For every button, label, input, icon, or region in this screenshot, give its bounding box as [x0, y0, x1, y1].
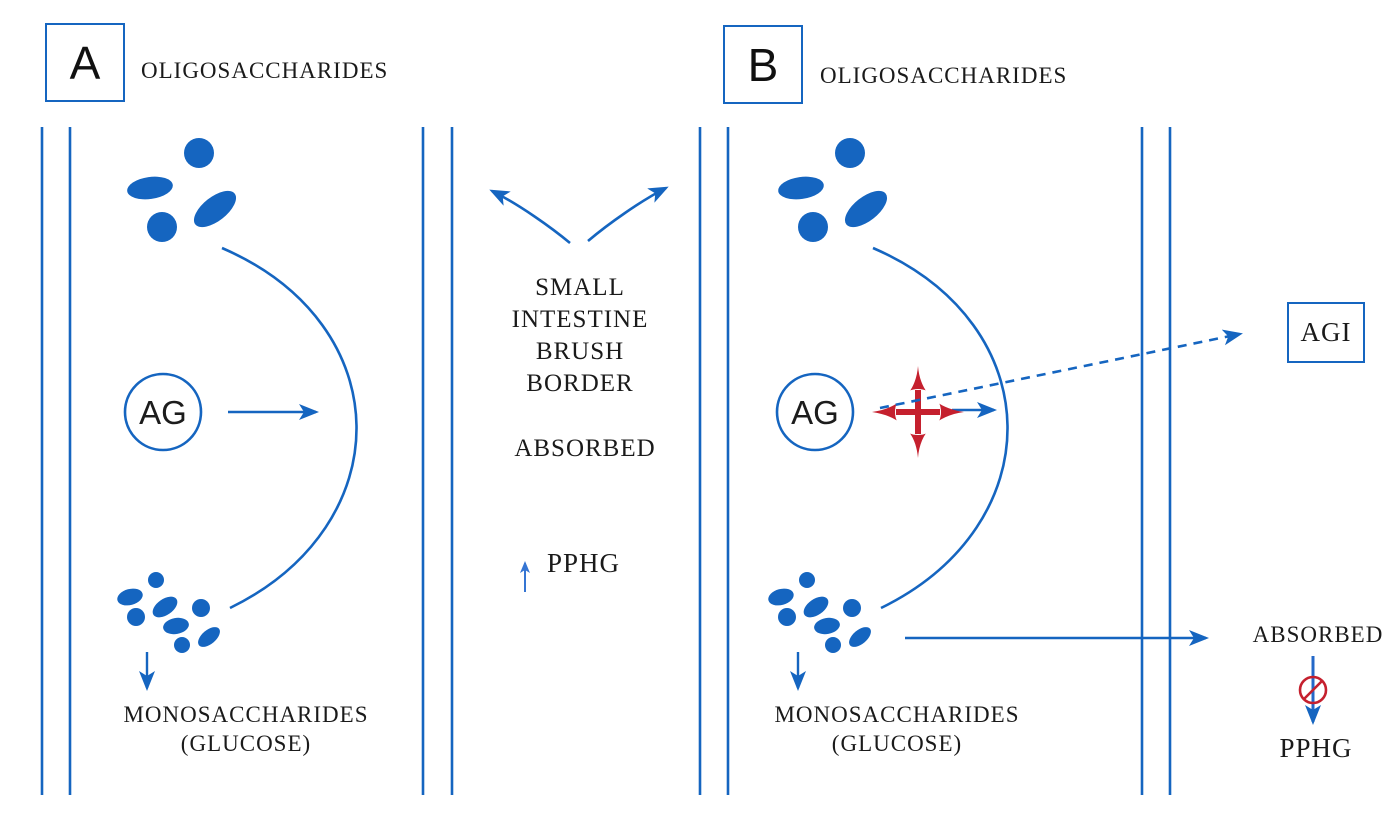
membrane-walls — [40, 127, 1172, 795]
absorbed-label-b: ABSORBED — [1252, 622, 1384, 647]
panel-a-label-box: A — [45, 23, 125, 102]
glucose-blob — [174, 637, 190, 653]
glucose-blob — [768, 588, 794, 606]
oligosaccharide-cluster-a — [127, 138, 237, 242]
saccharide-blob — [184, 138, 214, 168]
glucose-blob — [127, 608, 145, 626]
prohibition-circle — [1298, 675, 1328, 705]
monosaccharides-line2: (GLUCOSE) — [831, 731, 963, 756]
diverge-arrow-left — [489, 189, 571, 244]
monosaccharides-line1: MONOSACCHARIDES — [774, 702, 1020, 727]
enzyme-label-b: AG — [791, 394, 839, 431]
blocked-icon — [1298, 675, 1328, 705]
diverge-arrow-right — [587, 186, 669, 242]
inhibitor-star-icon — [872, 366, 964, 458]
glucose-blob — [814, 617, 840, 635]
inhibitor-label: AGI — [1300, 317, 1352, 347]
glucose-blob — [825, 637, 841, 653]
oligosaccharides-label-a: OLIGOSACCHARIDES — [141, 58, 389, 83]
enzyme-circle-a — [123, 372, 203, 452]
brush-border-line: INTESTINE — [511, 306, 649, 333]
saccharide-blob — [835, 138, 865, 168]
glucose-blob — [117, 588, 143, 606]
pphg-label-b: PPHG — [1279, 733, 1353, 763]
monosaccharides-label-a: MONOSACCHARIDES (GLUCOSE) — [123, 700, 368, 758]
saccharide-blob — [798, 212, 828, 242]
panel-a-label: A — [69, 36, 101, 89]
glucose-blob — [803, 596, 829, 618]
glucose-blob — [152, 596, 178, 618]
monosaccharide-cluster-a — [117, 572, 220, 653]
saccharide-blob — [147, 212, 177, 242]
prohibition-slash — [1303, 680, 1323, 700]
brush-border-line: SMALL — [535, 274, 625, 301]
pphg-label-middle: PPHG — [547, 548, 621, 578]
glucose-blob — [163, 617, 189, 635]
oligosaccharide-cluster-b — [778, 138, 888, 242]
monosaccharides-label-b: MONOSACCHARIDES (GLUCOSE) — [774, 700, 1019, 758]
digestion-arc-b — [872, 246, 1009, 610]
saccharide-blob — [127, 176, 173, 200]
monosaccharide-cluster-b — [768, 572, 871, 653]
brush-border-line: BORDER — [526, 370, 634, 397]
inhibitor-box: AGI — [1287, 302, 1365, 363]
inhibitor-dashed-arrow — [879, 329, 1243, 410]
glucose-blob — [198, 627, 220, 647]
enzyme-label-a: AG — [139, 394, 187, 431]
glucose-blob — [192, 599, 210, 617]
glucose-blob — [148, 572, 164, 588]
saccharide-blob — [844, 190, 888, 228]
monosaccharides-line1: MONOSACCHARIDES — [123, 702, 369, 727]
absorbed-label-middle: ABSORBED — [514, 435, 656, 462]
glucose-blob — [778, 608, 796, 626]
brush-border-line: BRUSH — [535, 338, 625, 365]
glucose-blob — [799, 572, 815, 588]
enzyme-circle-b — [775, 372, 855, 452]
saccharide-blob — [778, 176, 824, 200]
panel-b-label: B — [747, 38, 779, 91]
brush-border-label: SMALL INTESTINE BRUSH BORDER — [512, 272, 649, 400]
digestion-arc-a — [221, 246, 358, 610]
oligosaccharides-label-b: OLIGOSACCHARIDES — [820, 63, 1068, 88]
glucose-blob — [843, 599, 861, 617]
glucose-blob — [849, 627, 871, 647]
saccharide-blob — [193, 190, 237, 228]
panel-b-label-box: B — [723, 25, 803, 104]
monosaccharides-line2: (GLUCOSE) — [180, 731, 312, 756]
